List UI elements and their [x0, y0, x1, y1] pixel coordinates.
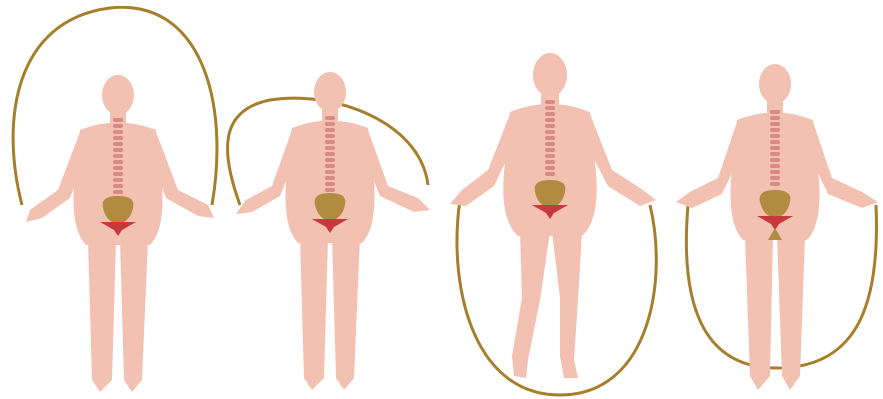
frame-1-figure: [13, 7, 217, 392]
person-skipping-icon: [26, 75, 214, 392]
frame-4-figure: [676, 64, 878, 390]
frame-2-figure: [228, 72, 430, 390]
frame-3-figure: [450, 53, 656, 395]
